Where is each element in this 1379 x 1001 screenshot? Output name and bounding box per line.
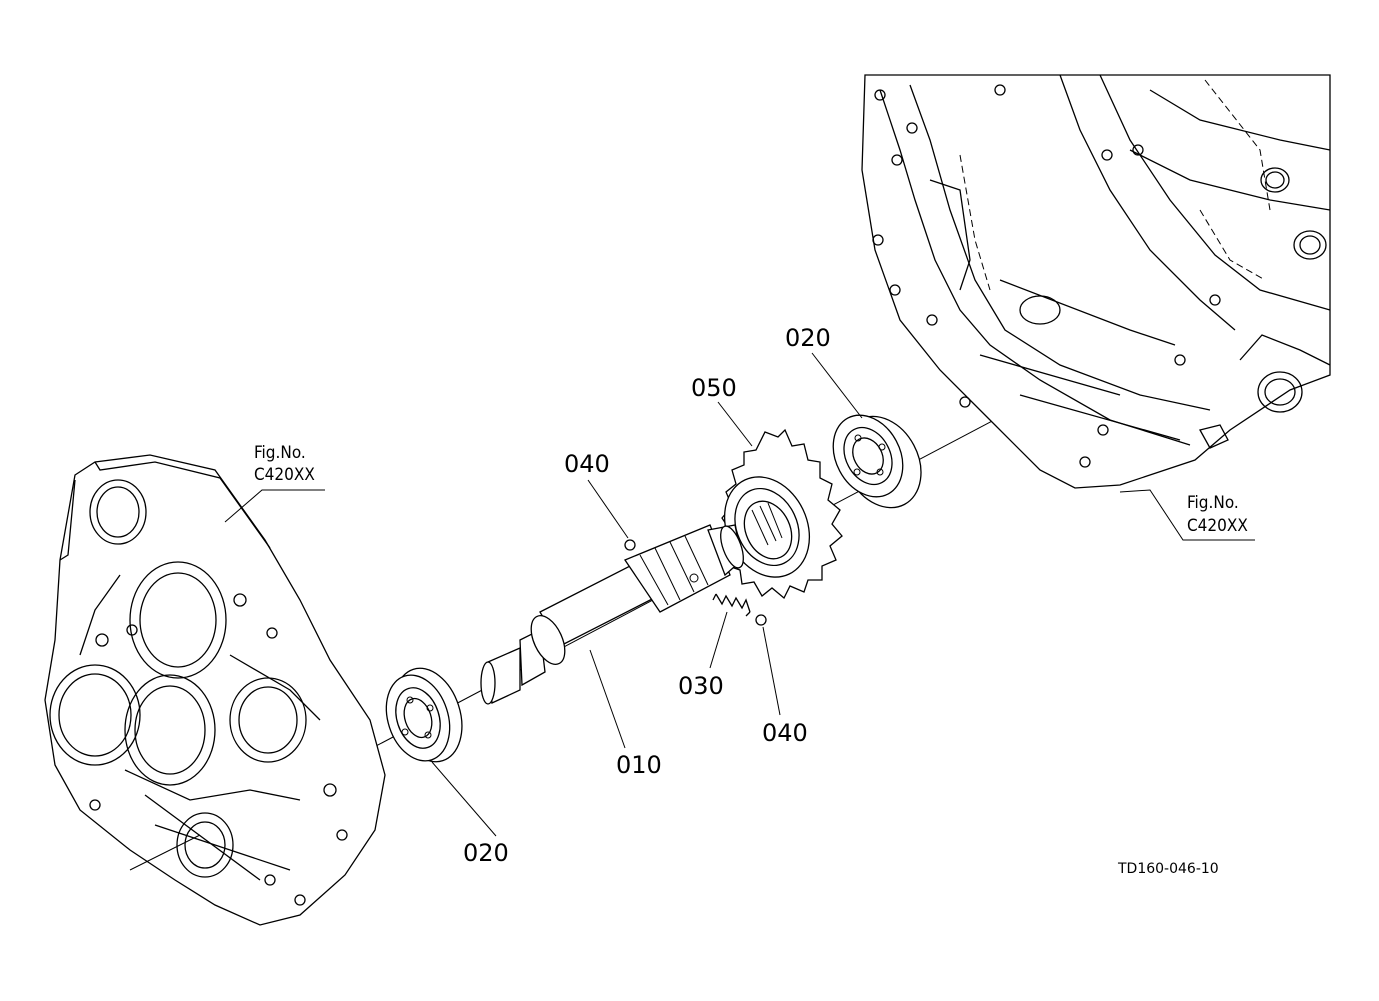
shaft: [480, 524, 744, 705]
label-050: 050: [691, 374, 737, 402]
fig-ref-right-line2: C420XX: [1187, 516, 1248, 536]
fig-ref-right-line1: Fig.No.: [1187, 493, 1239, 513]
leader-lines: [224, 352, 1255, 837]
gear: [721, 428, 843, 600]
ball-top: [624, 539, 636, 551]
ball-bottom: [755, 614, 767, 626]
label-040-bottom: 040: [762, 719, 808, 747]
label-030: 030: [678, 672, 724, 700]
spring: [712, 593, 751, 617]
label-020-upper: 020: [785, 324, 831, 352]
drawing-code: TD160-046-10: [1117, 861, 1219, 877]
fig-ref-left-line1: Fig.No.: [254, 443, 306, 463]
label-020-lower: 020: [463, 839, 509, 867]
bearing-lower: [385, 667, 463, 763]
fig-ref-left-line2: C420XX: [254, 465, 315, 485]
front-cover-housing: [44, 454, 386, 926]
bearing-upper: [832, 414, 922, 509]
transmission-case-housing: [861, 74, 1331, 489]
label-010: 010: [616, 751, 662, 779]
label-040-top: 040: [564, 450, 610, 478]
